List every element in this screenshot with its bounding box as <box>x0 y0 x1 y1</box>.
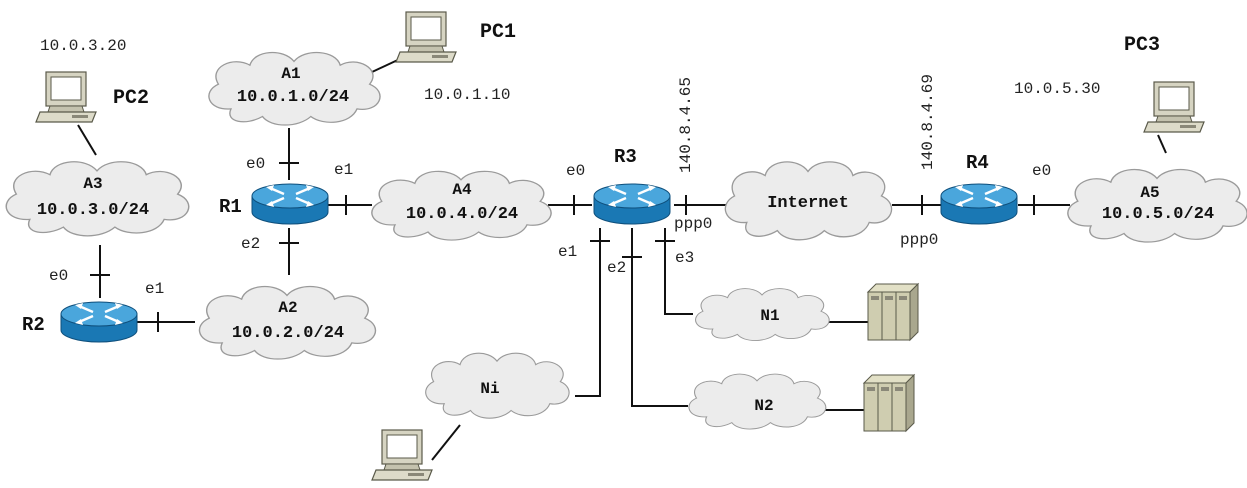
cloud-internet: Internet <box>724 161 893 241</box>
link-ni-pc <box>431 424 461 461</box>
n1-server-icon <box>867 283 919 341</box>
cloud-a2: A2 10.0.2.0/24 <box>198 285 377 360</box>
ni-computer-icon <box>371 429 433 481</box>
link-pc2-a3 <box>77 124 97 156</box>
links <box>77 57 1167 461</box>
r3-public-ip: 140.8.4.65 <box>677 77 695 173</box>
router-r4-name: R4 <box>966 152 989 174</box>
router-r1: R1 <box>219 182 330 226</box>
cloud-n1: N1 <box>695 288 830 342</box>
cloud-a3-subnet: 10.0.3.0/24 <box>37 201 149 220</box>
r1-e0-label: e0 <box>246 155 265 173</box>
r3-e0-label: e0 <box>566 162 585 180</box>
pc2-computer-icon <box>35 71 97 123</box>
router-r3: R3 <box>592 146 672 226</box>
link-r3-n1 <box>664 228 693 315</box>
cloud-a5-name: A5 <box>1140 184 1159 202</box>
cloud-ni: Ni <box>425 352 570 419</box>
pc-pc2: PC2 10.0.3.20 <box>35 37 149 123</box>
r1-e1-label: e1 <box>334 161 353 179</box>
router-r3-icon <box>592 182 672 226</box>
cloud-a2-subnet: 10.0.2.0/24 <box>232 324 344 343</box>
cloud-n2-name: N2 <box>754 397 773 415</box>
pc1-ip: 10.0.1.10 <box>424 86 510 104</box>
r2-e1-label: e1 <box>145 280 164 298</box>
r3-ppp0-label: ppp0 <box>674 215 712 233</box>
r2-e0-label: e0 <box>49 267 68 285</box>
r1-e2-label: e2 <box>241 235 260 253</box>
pc3-computer-icon <box>1143 81 1205 133</box>
router-r2-name: R2 <box>22 314 45 336</box>
cloud-a4-subnet: 10.0.4.0/24 <box>406 205 518 224</box>
link-a5-pc3 <box>1157 134 1167 154</box>
pc1-name: PC1 <box>480 21 516 44</box>
n2-server-icon <box>863 374 915 432</box>
r3-e2-label: e2 <box>607 259 626 277</box>
interface-ticks <box>90 162 1035 332</box>
pc-pc1: PC1 10.0.1.10 <box>395 11 516 104</box>
r3-e1-label: e1 <box>558 243 577 261</box>
cloud-a3: A3 10.0.3.0/24 <box>5 161 190 237</box>
cloud-a4: A4 10.0.4.0/24 <box>371 170 552 241</box>
r3-e3-label: e3 <box>675 249 694 267</box>
router-r4-icon <box>939 182 1019 226</box>
link-r3-ni <box>575 228 601 397</box>
cloud-n1-name: N1 <box>760 307 779 325</box>
pc3-ip: 10.0.5.30 <box>1014 80 1100 98</box>
router-r4: R4 <box>939 152 1019 226</box>
interface-labels: e0 e1 e2 e0 e1 e0 e1 e2 e3 ppp0 ppp0 e0 <box>49 155 1051 298</box>
router-r3-name: R3 <box>614 146 637 168</box>
cloud-ni-name: Ni <box>480 380 499 398</box>
cloud-n2: N2 <box>688 373 827 430</box>
cloud-a1-name: A1 <box>281 65 300 83</box>
link-r3-n2 <box>631 228 688 407</box>
cloud-a1: A1 10.0.1.0/24 <box>208 51 381 126</box>
router-r1-name: R1 <box>219 196 242 218</box>
cloud-a5-subnet: 10.0.5.0/24 <box>1102 205 1214 224</box>
pc3-name: PC3 <box>1124 34 1160 57</box>
pc2-ip: 10.0.3.20 <box>40 37 126 55</box>
cloud-a3-name: A3 <box>83 175 102 193</box>
router-r2-icon <box>59 300 139 344</box>
cloud-a4-name: A4 <box>452 181 472 199</box>
cloud-a1-subnet: 10.0.1.0/24 <box>237 88 349 107</box>
r4-ppp0-label: ppp0 <box>900 231 938 249</box>
pc1-computer-icon <box>395 11 457 63</box>
cloud-a2-name: A2 <box>278 299 297 317</box>
cloud-a5: A5 10.0.5.0/24 <box>1067 168 1247 243</box>
pc-pc3: PC3 10.0.5.30 <box>1014 34 1205 133</box>
router-r1-icon <box>250 182 330 226</box>
pc2-name: PC2 <box>113 87 149 110</box>
router-r2: R2 <box>22 300 139 344</box>
cloud-internet-name: Internet <box>767 194 849 213</box>
r4-e0-label: e0 <box>1032 162 1051 180</box>
r4-public-ip: 140.8.4.69 <box>919 74 937 170</box>
